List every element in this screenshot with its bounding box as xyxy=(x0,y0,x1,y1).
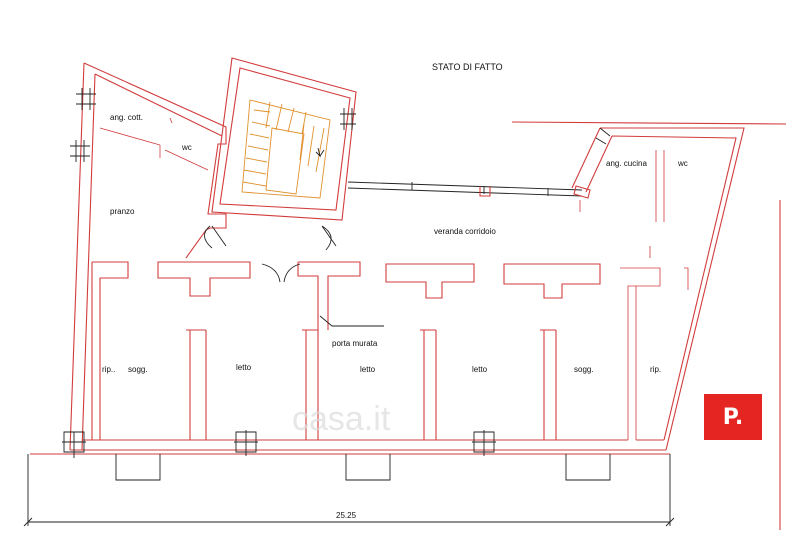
label-letto-2: letto xyxy=(360,365,376,374)
label-wc-left: wc xyxy=(181,143,192,152)
left-wing-outer-wall xyxy=(69,62,227,451)
label-rip-right: rip. xyxy=(650,365,661,374)
left-wing-partitions xyxy=(99,117,209,171)
stair-door-right xyxy=(321,225,337,251)
entry-door xyxy=(261,263,301,283)
main-top-wall xyxy=(91,261,601,440)
label-wc-right: wc xyxy=(677,159,688,168)
stair-arrow xyxy=(315,147,325,158)
window-marks xyxy=(62,88,496,458)
label-sogg-left: sogg. xyxy=(128,365,148,374)
porta-murata-leader xyxy=(319,315,384,327)
label-porta-murata: porta murata xyxy=(332,339,378,348)
label-veranda: veranda corridoio xyxy=(434,227,496,236)
stair-core-wall xyxy=(211,57,357,221)
veranda-rail xyxy=(347,181,583,197)
stair-door-left xyxy=(204,225,227,249)
veranda-stub xyxy=(479,186,491,197)
balcony-right xyxy=(565,454,611,481)
label-rip-left: rip.. xyxy=(102,365,115,374)
label-letto-3: letto xyxy=(472,365,488,374)
right-wing-outer-wall xyxy=(511,121,787,451)
right-wing-partitions xyxy=(579,150,689,440)
label-ang-cucina: ang. cucina xyxy=(606,159,647,168)
watermark: casa.it xyxy=(292,400,391,438)
dimension-line xyxy=(23,454,675,527)
brand-badge: P. xyxy=(704,394,762,440)
label-letto-1: letto xyxy=(236,363,252,372)
label-pranzo: pranzo xyxy=(110,207,135,216)
right-wing-window xyxy=(595,127,611,145)
balcony-center xyxy=(345,454,391,481)
plan-title: STATO DI FATTO xyxy=(432,62,503,72)
label-ang-cott: ang. cott. xyxy=(110,113,143,122)
dimension-label: 25.25 xyxy=(336,511,357,520)
room-partitions xyxy=(186,329,557,440)
label-sogg-right: sogg. xyxy=(574,365,594,374)
bottom-wall xyxy=(30,439,670,455)
stairs xyxy=(241,99,331,199)
balcony-left xyxy=(115,454,161,481)
